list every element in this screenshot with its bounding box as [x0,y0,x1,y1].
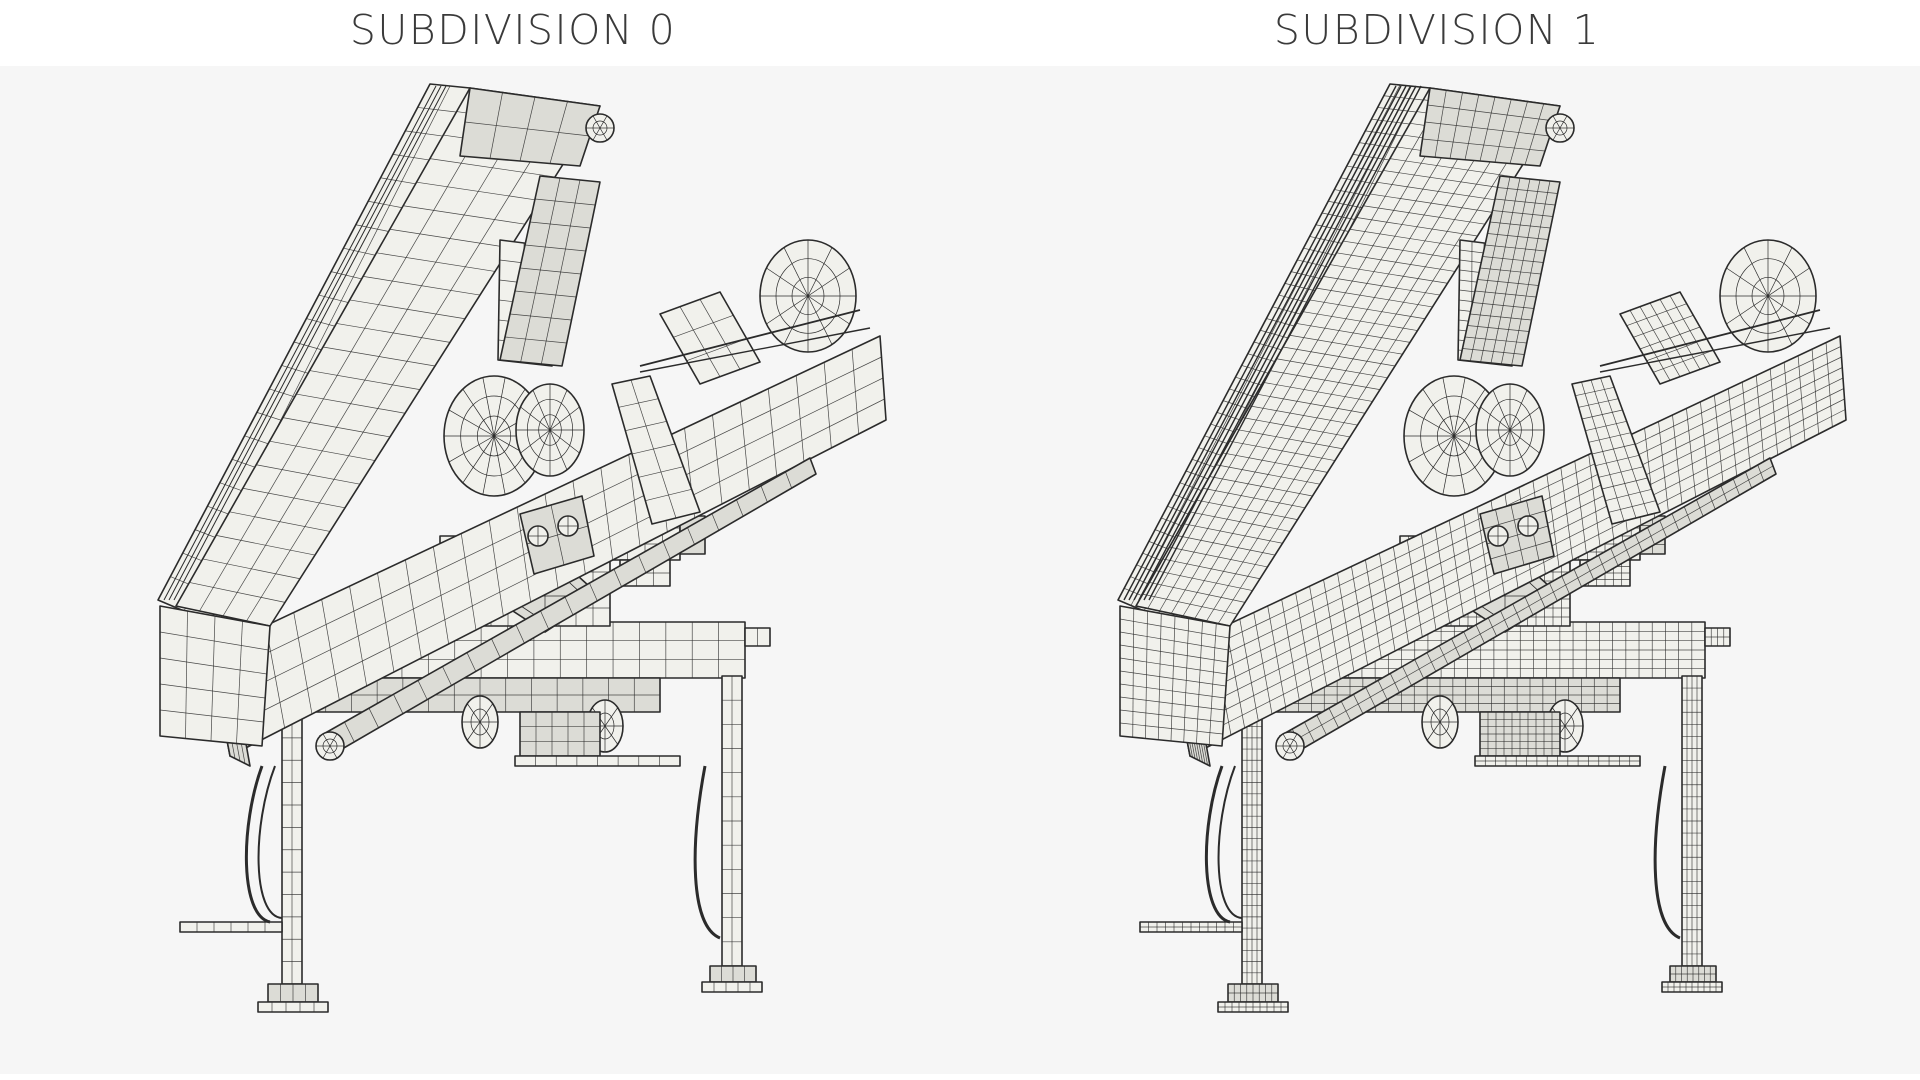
bolt-b [557,515,579,537]
frame-end-bracket [744,627,771,647]
left-shackle [461,695,499,749]
hoist-rope-1 [1599,309,1821,367]
left-stabilizer-pad [1217,1001,1289,1013]
render-panel-subdivision-1 [960,66,1920,1080]
boom-hose-strip-2 [1133,85,1407,601]
right-stabilizer-foot [1669,965,1717,983]
outer-boom-knuckle [1119,605,1231,747]
header-bar: SUBDIVISION 0 SUBDIVISION 1 [0,0,1920,66]
lower-plate [514,755,681,767]
outer-boom-tip-pin [1545,113,1575,143]
boom-hose-strip-5 [1148,85,1422,601]
left-stabilizer-foot [1227,983,1279,1003]
left-hydraulic-hose [1204,765,1231,924]
boom-hose-strip-4 [1143,85,1417,601]
winch-drum-flange [1475,383,1545,477]
right-stabilizer-foot [709,965,757,983]
boom-hose-strip-1 [168,85,442,601]
boom-hose-strip-1 [1128,85,1402,601]
winch-drum-flange [515,383,585,477]
winch-motor-housing [519,711,601,757]
left-hydraulic-hose-2 [257,765,283,919]
right-stabilizer-pad [701,981,763,993]
title-subdivision-1: SUBDIVISION 1 [1273,6,1601,54]
boom-hose-strip-3 [1138,85,1412,601]
knuckle-arm [1459,175,1561,367]
footer-strip [0,1074,1920,1080]
boom-bolt-plate [1479,495,1555,575]
hoist-rope-2 [639,327,871,373]
right-stabilizer-leg [1681,675,1703,967]
rope-guide-bracket [611,375,701,525]
hoist-rope-1 [639,309,861,367]
outer-boom-arm [175,87,601,627]
bolt-b [1517,515,1539,537]
boom-hose-strip-0 [163,85,437,601]
knuckle-arm [499,175,601,367]
sheave-block [1619,291,1721,385]
frame-end-bracket [1704,627,1731,647]
left-hydraulic-hose [244,765,271,924]
lower-plate [1474,755,1641,767]
left-stabilizer-pad [257,1001,329,1013]
right-hydraulic-hose [1653,765,1681,940]
right-stabilizer-leg [721,675,743,967]
outer-boom-knuckle [159,605,271,747]
left-side-bracket [179,921,283,933]
bolt-a [527,525,549,547]
right-hydraulic-hose [693,765,721,940]
render-panel-subdivision-0 [0,66,960,1080]
main-cylinder-pin [315,731,345,761]
left-shackle [1421,695,1459,749]
winch-motor-housing [1479,711,1561,757]
left-stabilizer-foot [267,983,319,1003]
left-hydraulic-hose-2 [1217,765,1243,919]
outer-boom-arm [1135,87,1561,627]
crane-wireframe-render-1 [1117,83,1847,1013]
bolt-a [1487,525,1509,547]
main-cylinder-pin [1275,731,1305,761]
outer-boom-tip-pin [585,113,615,143]
boom-hose-strip-0 [1123,85,1397,601]
crane-wireframe-render-0 [157,83,887,1013]
boom-tip-sheave [759,239,857,353]
right-stabilizer-pad [1661,981,1723,993]
hoist-rope-2 [1599,327,1831,373]
outer-boom-tip [459,87,601,167]
boom-tip-sheave [1719,239,1817,353]
title-subdivision-0: SUBDIVISION 0 [349,6,677,54]
sheave-block [659,291,761,385]
left-side-bracket [1139,921,1243,933]
boom-hose-strip-2 [173,85,447,601]
outer-boom-tip [1419,87,1561,167]
rope-guide-bracket [1571,375,1661,525]
